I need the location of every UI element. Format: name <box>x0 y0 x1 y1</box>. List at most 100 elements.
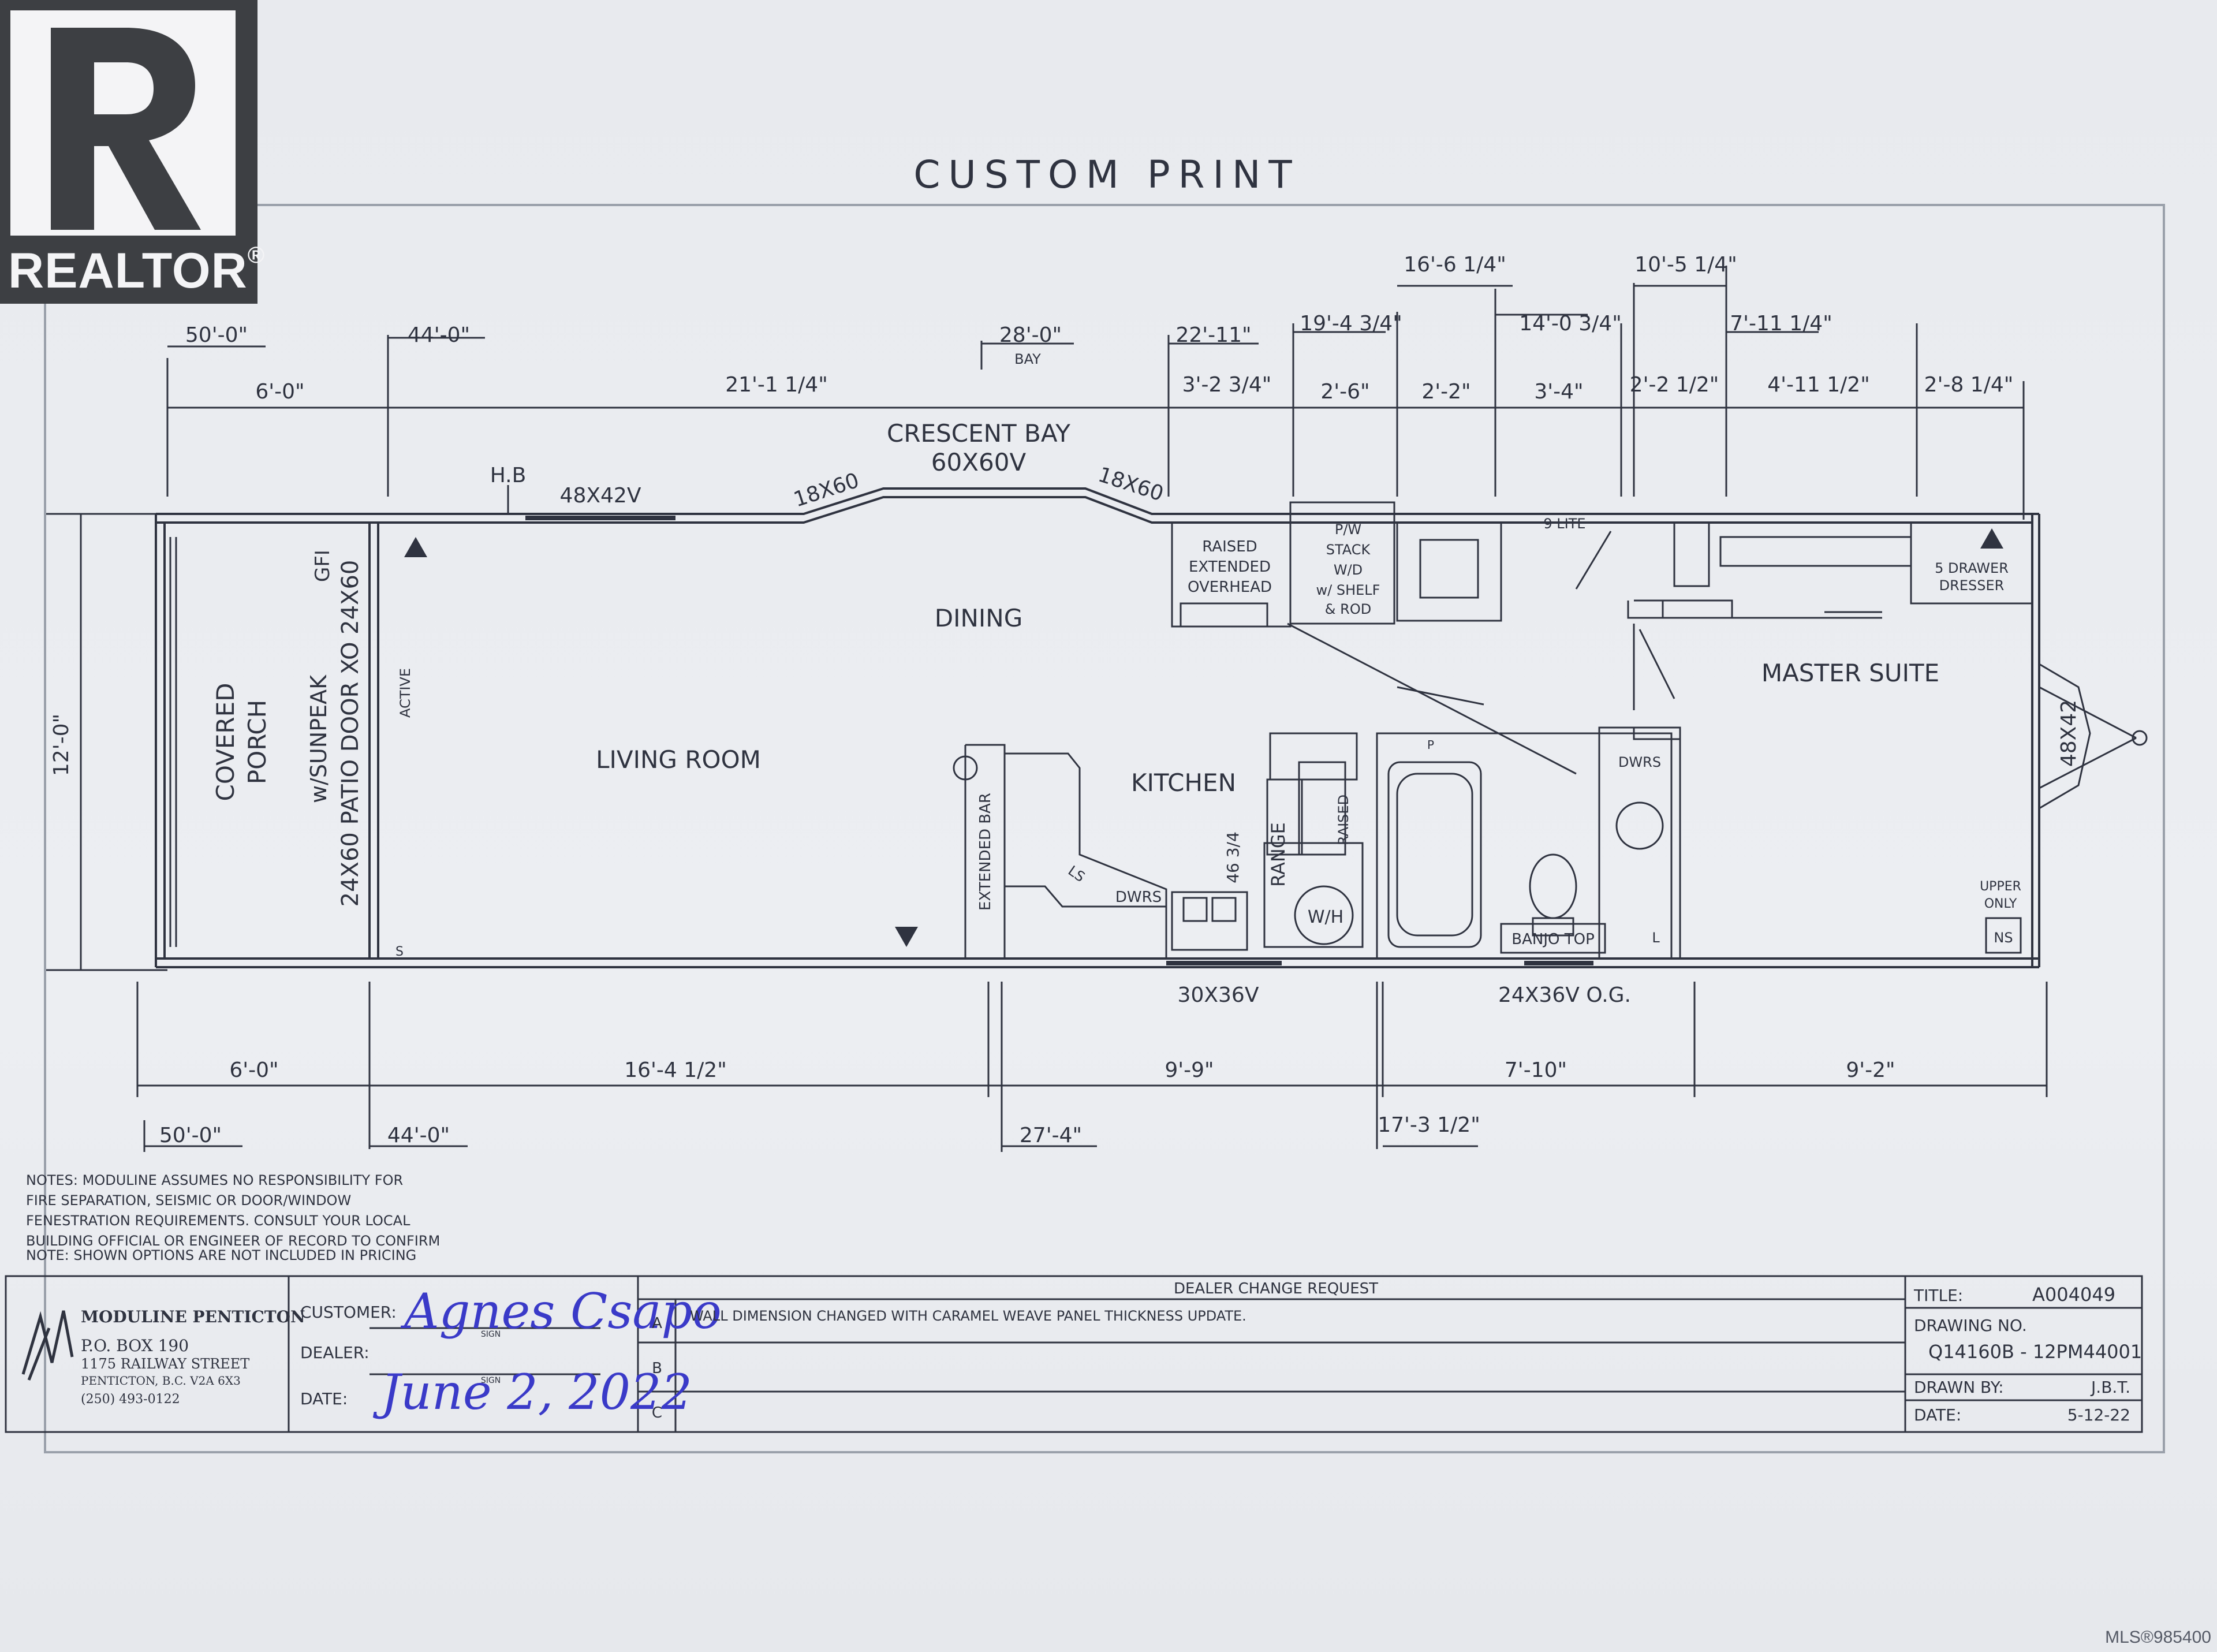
realtor-r-glyph <box>51 28 201 230</box>
company-phone: (250) 493-0122 <box>81 1392 180 1407</box>
dim-label: 2'-6" <box>1320 380 1369 404</box>
note-line: NOTE: SHOWN OPTIONS ARE NOT INCLUDED IN … <box>26 1247 416 1263</box>
bath-drawers-label: DWRS <box>1618 754 1661 770</box>
company-po: P.O. BOX 190 <box>81 1336 189 1355</box>
dim-label: 2'-8 1/4" <box>1924 373 2014 397</box>
change-row-text: WALL DIMENSION CHANGED WITH CARAMEL WEAV… <box>690 1308 1246 1324</box>
master-suite-label: MASTER SUITE <box>1761 659 1939 687</box>
dim-label: 21'-1 1/4" <box>725 373 828 397</box>
change-row-id: B <box>652 1360 662 1377</box>
pw-label-2: STACK <box>1326 542 1371 558</box>
title-block-frame <box>5 1275 2143 1433</box>
gfi-label: GFI <box>311 550 334 582</box>
p-label: P <box>1427 738 1434 752</box>
bottom-dimension-lines <box>136 982 2048 1152</box>
water-heater-label: W/H <box>1308 907 1343 927</box>
interior-fixtures <box>953 501 2148 960</box>
drawing-title: CUSTOM PRINT <box>913 152 1300 197</box>
date-label: DATE: <box>300 1389 348 1408</box>
dealer-label: DEALER: <box>300 1343 370 1362</box>
sunpeak-label: w/SUNPEAK <box>306 674 331 803</box>
company-street: 1175 RAILWAY STREET <box>81 1356 249 1372</box>
customer-signature: Agnes Csapo <box>400 1283 722 1340</box>
registered-mark: ® <box>247 243 266 268</box>
dim-label: 6'-0" <box>229 1058 278 1082</box>
dim-label: 6'-0" <box>255 380 304 404</box>
top-dimension-lines <box>166 266 2025 520</box>
living-room-label: LIVING ROOM <box>596 745 761 774</box>
plan-annotations: H.B GFI w/SUNPEAK 24X60 PATIO DOOR XO 24… <box>306 464 2021 959</box>
dresser-label-2: DRESSER <box>1939 577 2005 594</box>
notes-block: NOTES: MODULINE ASSUMES NO RESPONSIBILIT… <box>26 1172 440 1263</box>
top-outer-dimension-labels: 50'-0" 44'-0" 28'-0" BAY 22'-11" 19'-4 3… <box>185 253 1832 367</box>
moduline-logo-icon <box>21 1310 74 1381</box>
dim-label: 2'-2 1/2" <box>1630 373 1719 397</box>
side-dimension-line <box>46 513 167 971</box>
kitchen-label: KITCHEN <box>1131 769 1236 797</box>
dim-label: 7'-11 1/4" <box>1730 312 1832 335</box>
dim-label: 44'-0" <box>408 323 470 347</box>
dim-label: 3'-4" <box>1534 380 1583 404</box>
living-window-label: 48X42V <box>560 484 641 508</box>
dim-label: 16'-4 1/2" <box>624 1058 727 1082</box>
porch-label-2: PORCH <box>243 700 271 784</box>
title-value: A004049 <box>2032 1284 2115 1306</box>
side-dim-label: 12'-0" <box>50 714 73 776</box>
dim-label: 19'-4 3/4" <box>1300 312 1402 335</box>
note-line: FENESTRATION REQUIREMENTS. CONSULT YOUR … <box>26 1213 410 1229</box>
change-row-id: C <box>652 1404 662 1422</box>
crescent-size-label: 60X60V <box>931 448 1027 476</box>
note-line: NOTES: MODULINE ASSUMES NO RESPONSIBILIT… <box>26 1172 403 1188</box>
top-inner-dimension-labels: 6'-0" 21'-1 1/4" 3'-2 3/4" 2'-6" 2'-2" 3… <box>255 373 2013 404</box>
range-label: RANGE <box>1267 822 1289 887</box>
dining-label: DINING <box>935 604 1023 632</box>
change-request-header: DEALER CHANGE REQUEST <box>1174 1280 1378 1297</box>
drawn-by-label: DRAWN BY: <box>1914 1378 2004 1397</box>
drawing-info-block: TITLE: A004049 DRAWING NO. Q14160B - 12P… <box>1913 1284 2142 1424</box>
company-city: PENTICTON, B.C. V2A 6X3 <box>81 1374 241 1388</box>
bay-right-label: 18X60 <box>1095 463 1166 506</box>
kitchen-drawers-label: DWRS <box>1115 889 1162 906</box>
pw-label-5: & ROD <box>1325 601 1371 617</box>
raised-ext-label-2: EXTENDED <box>1189 558 1271 576</box>
dim-label: 4'-11 1/2" <box>1767 373 1870 397</box>
dresser-label-1: 5 DRAWER <box>1935 560 2009 576</box>
raised-label: RAISED <box>1335 795 1352 845</box>
room-labels: COVERED PORCH LIVING ROOM DINING KITCHEN… <box>211 604 1939 801</box>
active-label: ACTIVE <box>397 668 413 718</box>
range-size-label: 46 3/4 <box>1223 831 1242 883</box>
dim-label: 9'-2" <box>1846 1058 1895 1082</box>
sign-caption: SIGN <box>481 1376 501 1385</box>
realtor-r-icon <box>10 10 236 236</box>
sign-caption: SIGN <box>481 1330 501 1339</box>
dim-label: 2'-2" <box>1421 380 1470 404</box>
porch-rail <box>169 537 177 947</box>
dim-label: 50'-0" <box>185 323 248 347</box>
drawn-by-value: J.B.T. <box>2090 1378 2130 1397</box>
direction-markers <box>404 528 2003 947</box>
ls-label: LS <box>1065 863 1088 885</box>
l-label: L <box>1652 930 1660 946</box>
drawing-no-value: Q14160B - 12PM44001 <box>1928 1341 2142 1363</box>
bay-left-label: 18X60 <box>791 469 862 512</box>
lite-label: 9 LITE <box>1543 516 1585 532</box>
s-label: S <box>395 945 404 959</box>
pw-label-3: W/D <box>1334 562 1363 578</box>
dim-label: 17'-3 1/2" <box>1378 1113 1480 1137</box>
handwritten-date: June 2, 2022 <box>372 1364 692 1420</box>
ns-label: NS <box>1994 930 2013 946</box>
realtor-text: REALTOR <box>8 243 248 299</box>
dim-label: 27'-4" <box>1020 1124 1082 1147</box>
dim-label: 22'-11" <box>1175 323 1251 347</box>
title-label: TITLE: <box>1913 1286 1963 1305</box>
dim-label: 28'-0" <box>999 323 1062 347</box>
banjo-top-label: BANJO TOP <box>1511 931 1595 948</box>
note-line: FIRE SEPARATION, SEISMIC OR DOOR/WINDOW <box>26 1192 351 1209</box>
date-value: 5-12-22 <box>2067 1405 2130 1424</box>
company-info: MODULINE PENTICTON P.O. BOX 190 1175 RAI… <box>81 1307 305 1407</box>
mls-number: MLS®985400 <box>2105 1628 2211 1647</box>
realtor-wordmark: REALTOR® <box>8 243 264 300</box>
bottom-dimension-labels: 6'-0" 16'-4 1/2" 9'-9" 7'-10" 9'-2" 50'-… <box>159 1058 1895 1147</box>
